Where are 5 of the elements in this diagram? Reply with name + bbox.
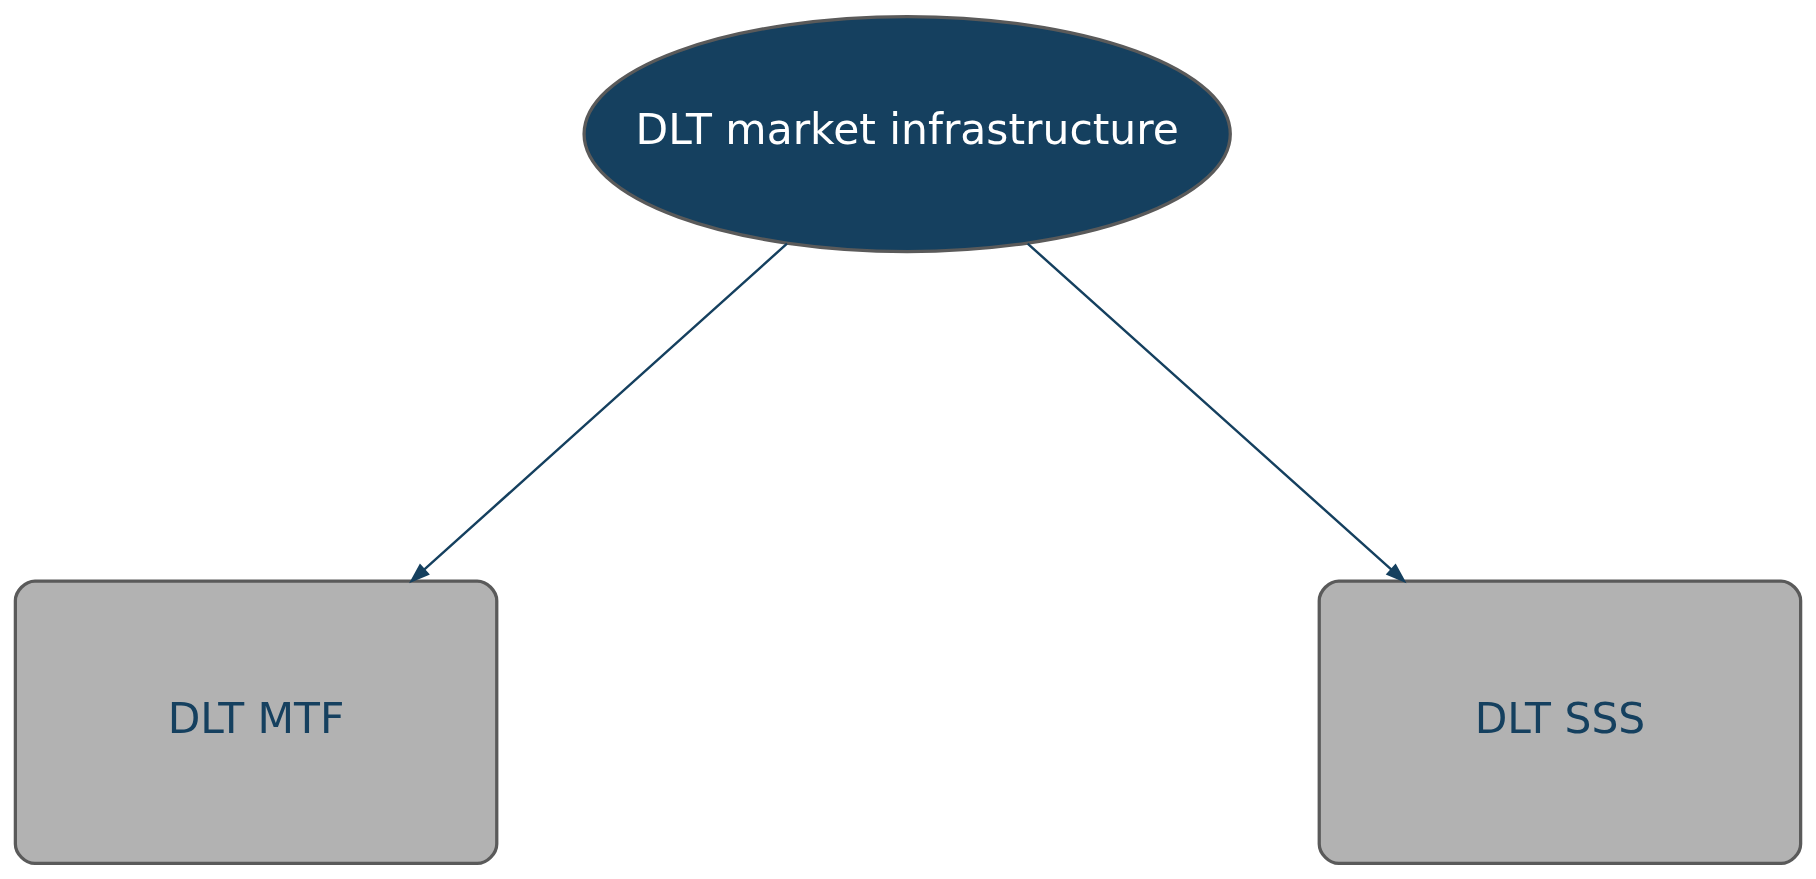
node-ellipse: DLT market infrastructure — [582, 14, 1232, 253]
arrow — [1026, 242, 1407, 583]
node-box: DLT MTF — [13, 579, 499, 865]
arrow — [409, 242, 788, 583]
node-box: DLT SSS — [1317, 579, 1803, 865]
